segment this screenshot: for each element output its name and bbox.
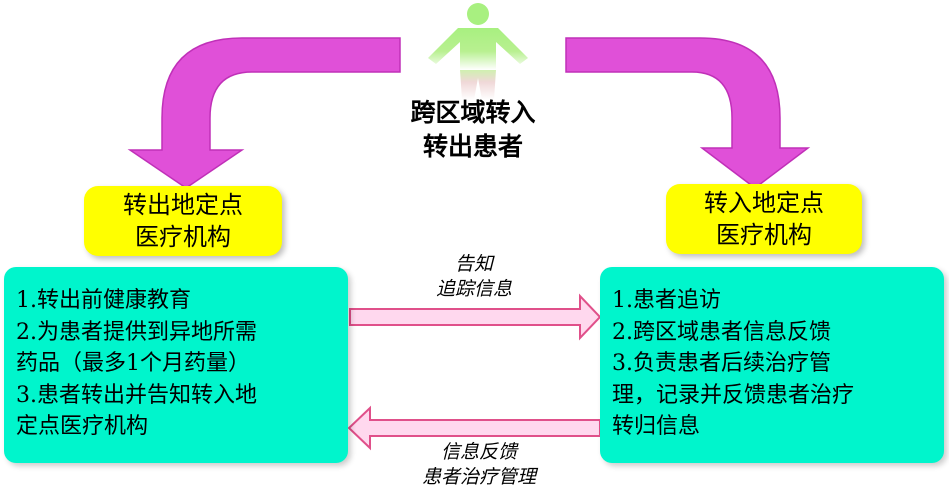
notify-label-line2: 追踪信息 [435,278,512,300]
transfer-out-task-line: 定点医疗机构 [16,414,149,439]
center-title-line1: 跨区域转入 [410,98,536,127]
curved-arrow-right [565,37,811,189]
arrow-right-straight [349,293,602,341]
transfer-in-task-line: 3.负责患者后续治疗管 [612,351,831,376]
curved-arrow-left [127,37,401,189]
feedback-label-line1: 信息反馈 [440,441,517,463]
feedback-label-line2: 患者治疗管理 [421,466,536,488]
transfer-out-line1: 转出地定点 [123,191,243,219]
transfer-in-task-line: 转归信息 [612,414,701,439]
transfer-out-task-line: 药品（最多1个月药量） [16,351,250,376]
transfer-in-task-line: 1.患者追访 [612,288,721,313]
center-title-line2: 转出患者 [422,132,523,161]
arrow-left-straight [347,405,601,451]
transfer-out-institution-box: 转出地定点 医疗机构 [84,186,282,256]
transfer-in-tasks-box: 1.患者追访 2.跨区域患者信息反馈 3.负责患者后续治疗管 理，记录并反馈患者… [600,267,944,463]
center-title: 跨区域转入 转出患者 [378,96,568,164]
transfer-out-task-line: 3.患者转出并告知转入地 [16,382,257,408]
person-icon [428,3,528,100]
transfer-in-task-line: 2.跨区域患者信息反馈 [612,319,831,345]
transfer-in-institution-box: 转入地定点 医疗机构 [666,184,862,254]
transfer-in-line1: 转入地定点 [704,189,824,217]
notify-arrow-label: 告知 追踪信息 [404,252,544,302]
transfer-out-tasks-box: 1.转出前健康教育 2.为患者提供到异地所需 药品（最多1个月药量） 3.患者转… [4,267,348,463]
transfer-in-line2: 医疗机构 [716,221,812,249]
notify-label-line1: 告知 [454,253,493,275]
transfer-in-task-line: 理，记录并反馈患者治疗 [612,382,855,408]
feedback-arrow-label: 信息反馈 患者治疗管理 [404,440,554,490]
transfer-out-line2: 医疗机构 [135,223,231,251]
transfer-out-task-line: 1.转出前健康教育 [16,288,191,313]
transfer-out-task-line: 2.为患者提供到异地所需 [16,319,257,345]
